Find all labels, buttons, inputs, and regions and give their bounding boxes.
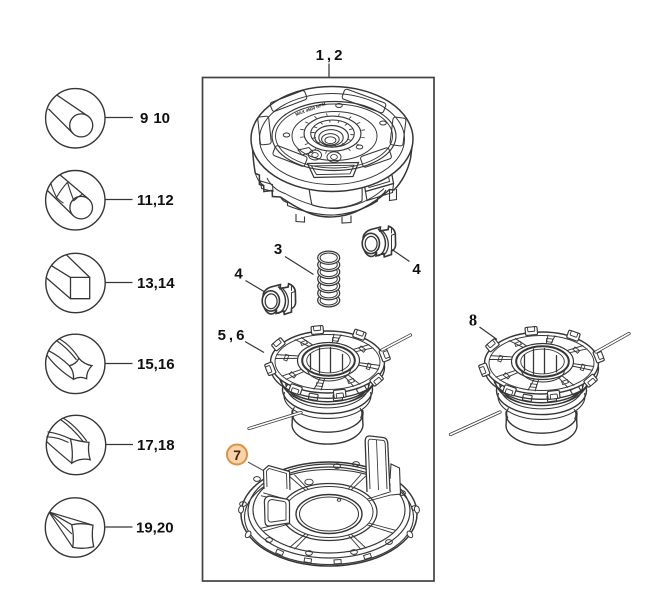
svg-text:4: 4 — [412, 261, 421, 278]
svg-text:11,12: 11,12 — [137, 192, 174, 209]
svg-text:9 10: 9 10 — [140, 110, 170, 127]
svg-text:8: 8 — [469, 311, 477, 330]
svg-text:3: 3 — [274, 241, 282, 258]
svg-text:13,14: 13,14 — [137, 275, 175, 292]
svg-text:15,16: 15,16 — [137, 356, 175, 373]
svg-text:19,20: 19,20 — [136, 520, 174, 537]
svg-text:17,18: 17,18 — [137, 437, 175, 454]
svg-text:5 , 6: 5 , 6 — [218, 327, 245, 344]
svg-text:4: 4 — [234, 266, 243, 283]
svg-text:7: 7 — [233, 447, 241, 463]
svg-text:1 , 2: 1 , 2 — [316, 47, 343, 64]
